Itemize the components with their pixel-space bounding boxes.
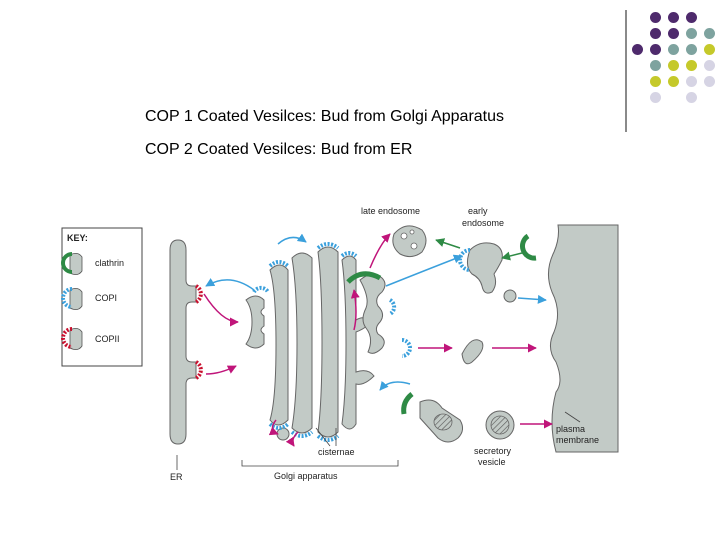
plasma-label-2: membrane xyxy=(556,435,599,445)
transport-vesicle xyxy=(461,339,484,365)
secretory-label-2: vesicle xyxy=(478,457,506,467)
decor-divider-line xyxy=(625,10,627,132)
transport-arrows xyxy=(203,233,553,447)
decor-dot xyxy=(686,12,697,23)
decor-dot xyxy=(650,12,661,23)
key-legend: KEY: clathrin COPI COPII xyxy=(61,227,143,367)
decor-dot xyxy=(686,60,697,71)
golgi-apparatus: Golgi apparatus cisternae xyxy=(241,242,414,481)
early-endosome-label-1: early xyxy=(468,206,488,216)
decor-dot xyxy=(650,92,661,103)
key-clathrin-coat xyxy=(61,252,73,274)
decor-dot xyxy=(686,92,697,103)
decor-dot xyxy=(686,44,697,55)
decor-dot xyxy=(704,76,715,87)
slide-line-cop1: COP 1 Coated Vesilces: Bud from Golgi Ap… xyxy=(145,108,505,125)
er-copii-coat-top xyxy=(194,284,203,304)
decor-dot xyxy=(704,44,715,55)
er-organelle: ER xyxy=(169,239,203,482)
key-copii-coat xyxy=(61,327,73,349)
decor-dot xyxy=(704,28,715,39)
decor-dot xyxy=(668,44,679,55)
early-endosome: early endosome xyxy=(458,206,517,303)
decor-dot xyxy=(686,28,697,39)
plasma-label-1: plasma xyxy=(556,424,585,434)
secretory-label-1: secretory xyxy=(474,446,512,456)
decor-dot xyxy=(704,60,715,71)
decor-dot xyxy=(650,60,661,71)
decor-dot xyxy=(668,12,679,23)
key-copi-label: COPI xyxy=(95,293,117,303)
decor-dot-grid xyxy=(628,8,718,128)
decor-dot xyxy=(686,76,697,87)
late-endosome: late endosome xyxy=(361,206,427,258)
key-copii-swatch xyxy=(69,328,83,350)
decor-dot xyxy=(650,76,661,87)
early-endosome-label-2: endosome xyxy=(462,218,504,228)
key-title: KEY: xyxy=(67,233,88,243)
decor-dot xyxy=(668,28,679,39)
key-copi-coat xyxy=(61,287,73,309)
er-label: ER xyxy=(170,472,183,482)
er-copii-coat-bottom xyxy=(194,360,203,380)
decor-dot xyxy=(632,44,643,55)
slide-line-cop2: COP 2 Coated Vesilces: Bud from ER xyxy=(145,141,413,158)
decor-dot xyxy=(668,76,679,87)
decor-dot xyxy=(668,60,679,71)
key-clathrin-swatch xyxy=(69,253,83,275)
cisternae-label: cisternae xyxy=(318,447,355,457)
decor-dot xyxy=(650,28,661,39)
secretory-pathway: secretory vesicle xyxy=(419,399,515,467)
decor-dot xyxy=(650,44,661,55)
plasma-membrane: plasma membrane xyxy=(520,224,619,453)
late-endosome-label: late endosome xyxy=(361,206,420,216)
key-copii-label: COPII xyxy=(95,334,120,344)
key-copi-swatch xyxy=(69,288,83,310)
key-clathrin-label: clathrin xyxy=(95,258,124,268)
golgi-label: Golgi apparatus xyxy=(274,471,338,481)
